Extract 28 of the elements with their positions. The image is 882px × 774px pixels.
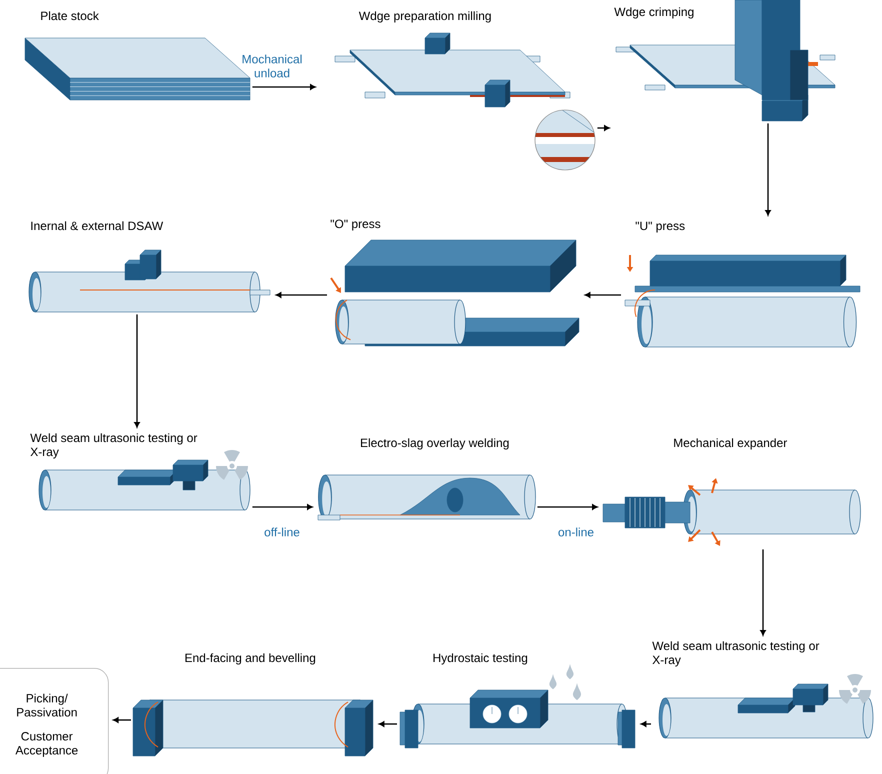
edge-label: off-line	[264, 528, 300, 536]
arrow	[134, 314, 140, 428]
step-heading: Inernal & external DSAW	[31, 221, 164, 230]
step-heading: "U" press	[636, 222, 685, 232]
step-heading: Weld seam ultrasonic testing or X-ray	[652, 641, 820, 666]
step-heading: Hydrostaic testing	[434, 653, 528, 664]
edge-label: Mochanical unload	[242, 54, 302, 78]
step-heading: Wdge preparation milling	[358, 11, 491, 22]
arrow	[113, 717, 131, 723]
step-heading: Mechanical expander	[674, 438, 787, 450]
arrow	[597, 125, 610, 131]
arrow	[584, 292, 621, 298]
arrow	[765, 123, 771, 216]
step-heading: End-facing and bevelling	[185, 653, 316, 664]
step-heading: "O" press	[330, 220, 380, 230]
step-heading: Weld seam ultrasonic testing or X-ray	[30, 433, 198, 458]
arrow	[252, 84, 316, 90]
step-heading: Wdge crimping	[614, 7, 694, 18]
arrow	[640, 721, 651, 727]
arrow	[760, 549, 766, 636]
arrow	[378, 721, 397, 727]
edge-label: on-line	[558, 528, 594, 536]
step-heading: Plate stock	[41, 11, 99, 20]
arrow	[276, 292, 327, 298]
step-heading: Electro-slag overlay welding	[361, 438, 509, 450]
rounded-box: Picking/ Passivation Customer Acceptance	[0, 668, 109, 774]
arrow	[537, 504, 598, 510]
arrow	[252, 504, 313, 510]
